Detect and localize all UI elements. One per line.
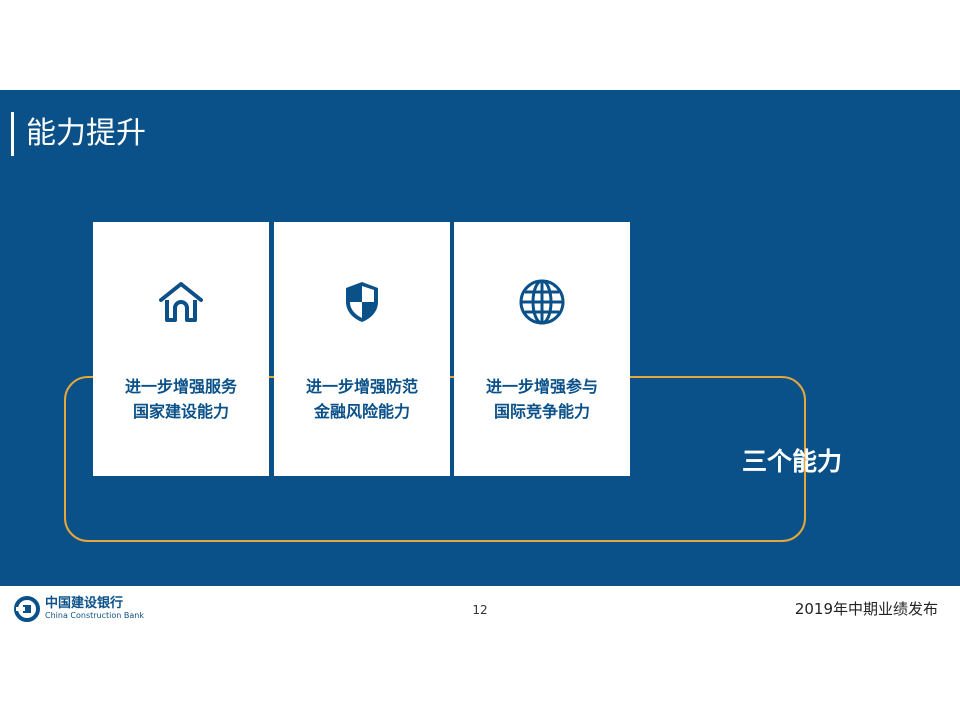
card-financial-risk: 进一步增强防范 金融风险能力 bbox=[274, 222, 450, 476]
card-label: 进一步增强参与 国际竞争能力 bbox=[454, 374, 630, 424]
bank-logo: 中国建设银行 China Construction Bank bbox=[14, 596, 164, 624]
card-international-competition: 进一步增强参与 国际竞争能力 bbox=[454, 222, 630, 476]
card-national-construction: 进一步增强服务 国家建设能力 bbox=[93, 222, 269, 476]
shield-icon bbox=[338, 278, 386, 326]
logo-english-name: China Construction Bank bbox=[45, 611, 144, 620]
report-title: 2019年中期业绩发布 bbox=[794, 600, 938, 618]
title-accent-bar bbox=[11, 112, 14, 156]
card-label: 进一步增强防范 金融风险能力 bbox=[274, 374, 450, 424]
card-label: 进一步增强服务 国家建设能力 bbox=[93, 374, 269, 424]
summary-label: 三个能力 bbox=[742, 447, 843, 476]
card-label-line2: 国际竞争能力 bbox=[493, 402, 590, 421]
card-label-line1: 进一步增强防范 bbox=[305, 377, 418, 396]
top-margin bbox=[0, 0, 960, 90]
page-number: 12 bbox=[472, 603, 488, 617]
card-label-line1: 进一步增强参与 bbox=[485, 377, 598, 396]
card-label-line2: 金融风险能力 bbox=[313, 402, 410, 421]
card-label-line1: 进一步增强服务 bbox=[124, 377, 237, 396]
ccb-logo-icon bbox=[14, 596, 40, 622]
card-label-line2: 国家建设能力 bbox=[132, 402, 229, 421]
logo-chinese-name: 中国建设银行 bbox=[45, 596, 124, 611]
globe-icon bbox=[518, 278, 566, 326]
slide-title: 能力提升 bbox=[26, 116, 146, 151]
house-icon bbox=[157, 278, 205, 326]
